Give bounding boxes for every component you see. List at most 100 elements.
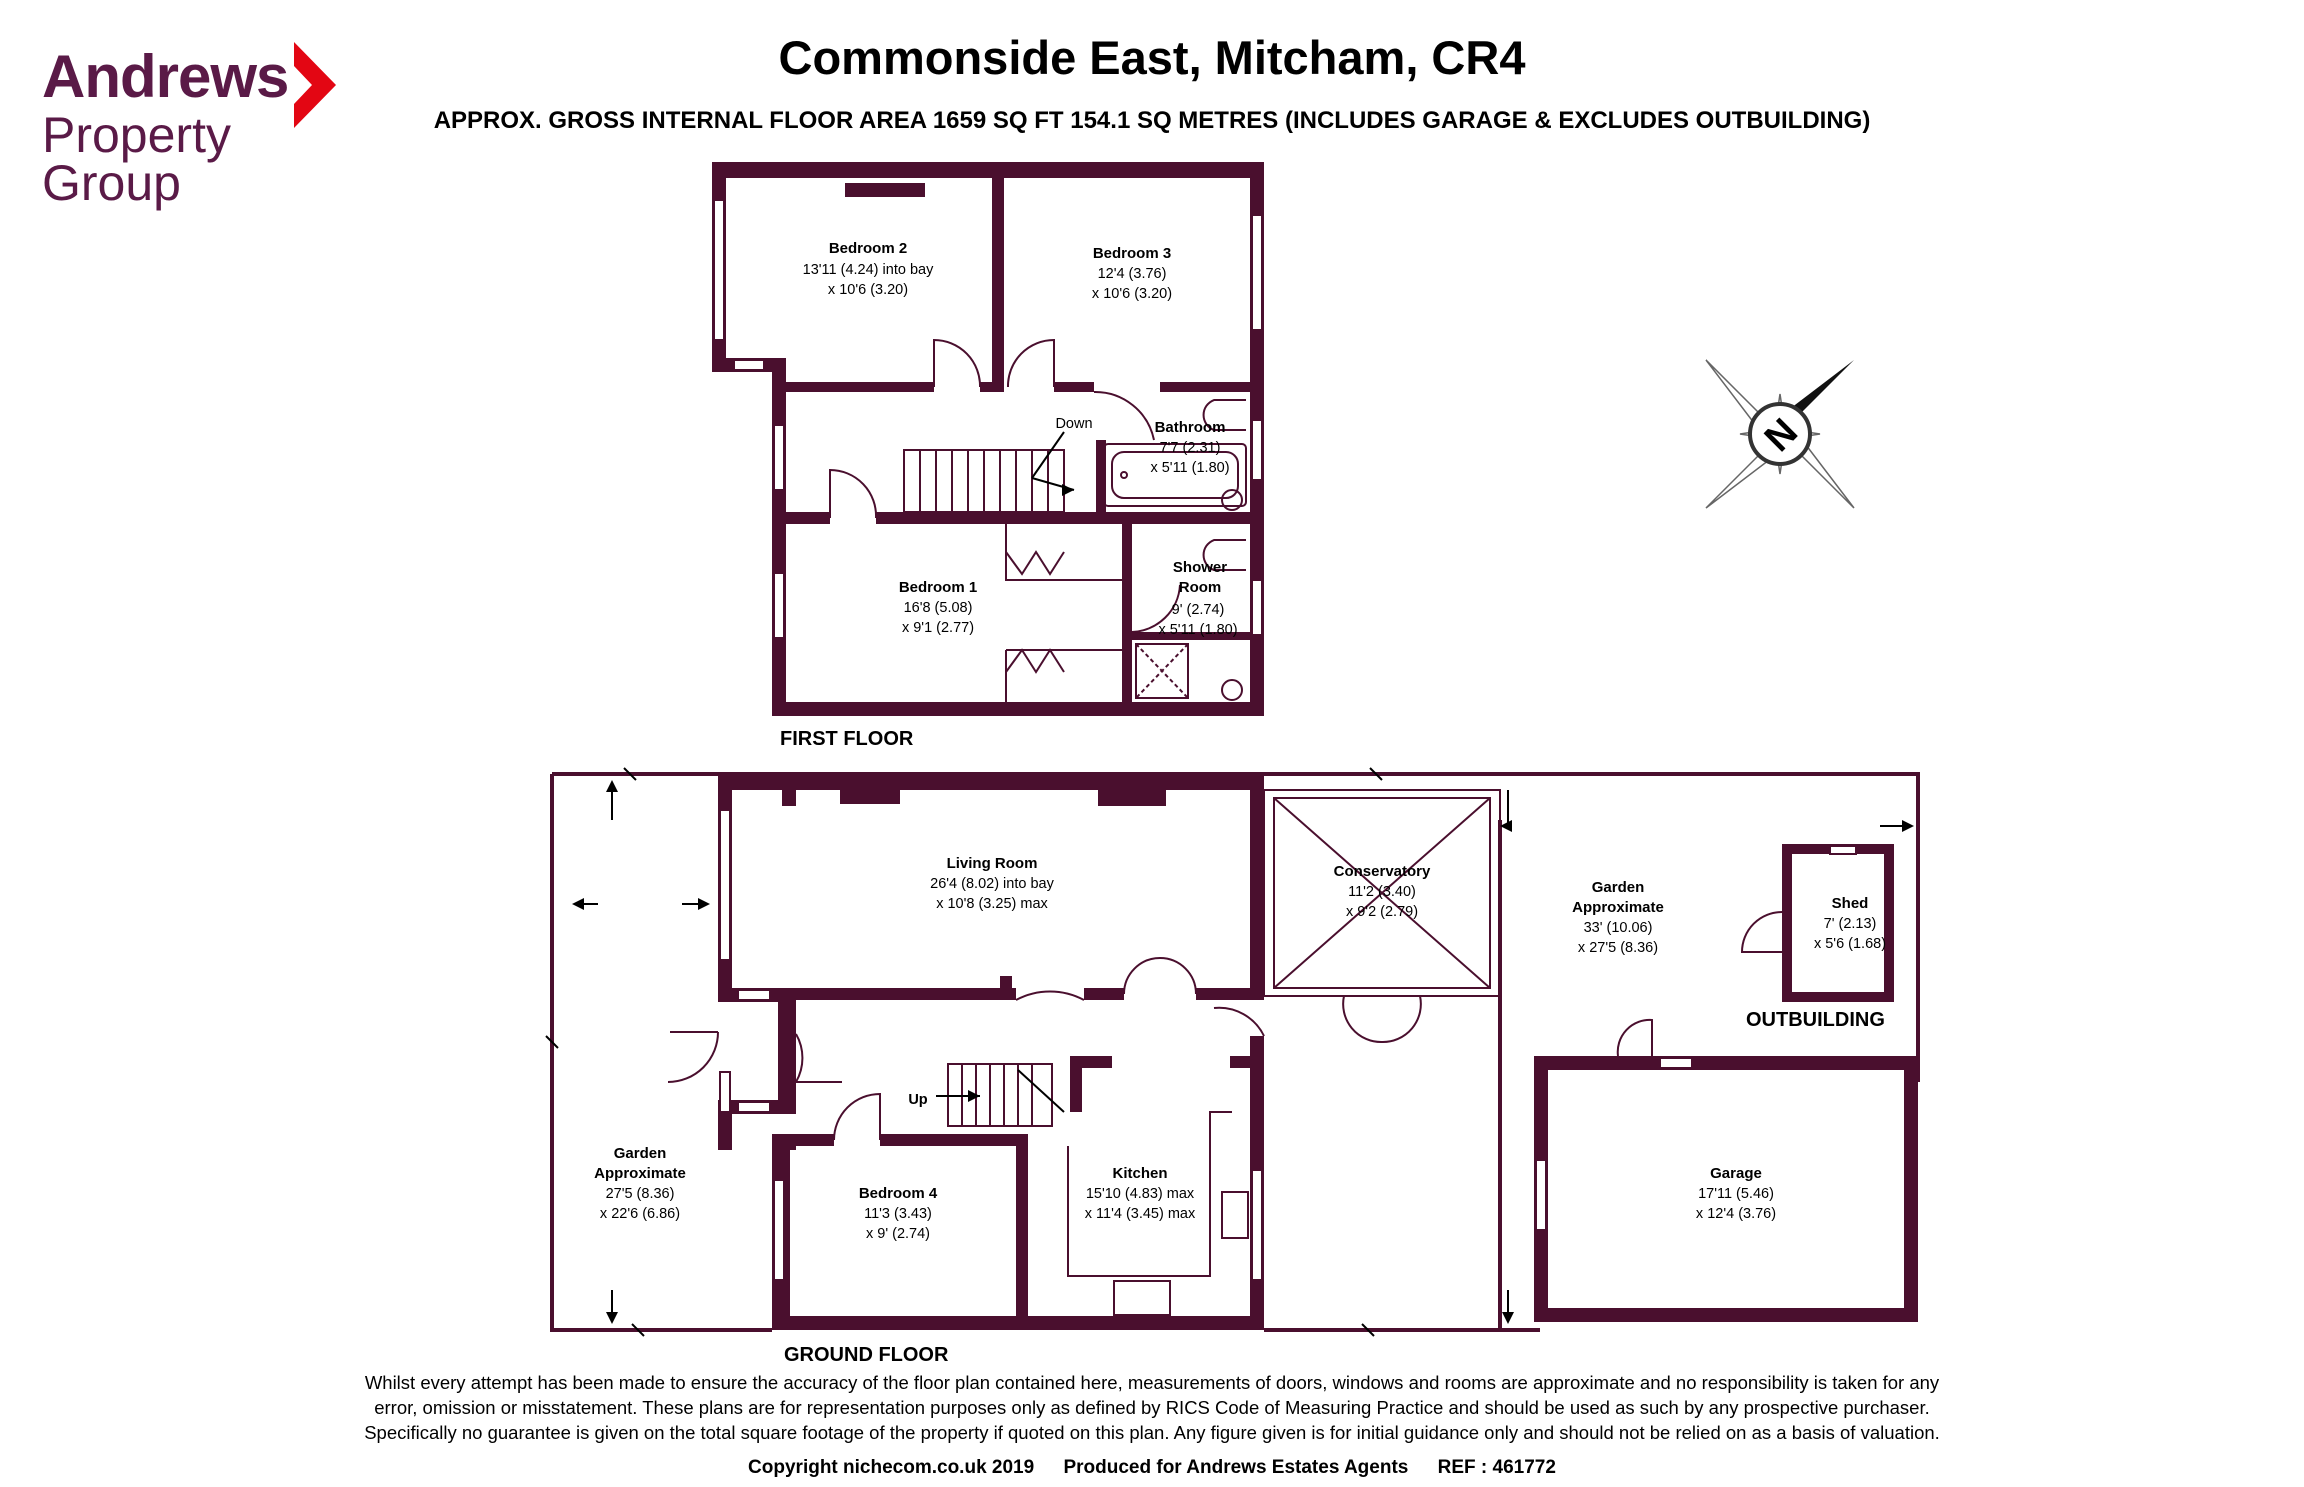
door-swing [1093,390,1155,441]
wall [782,790,796,806]
wall [1904,1056,1918,1322]
wall [712,162,1264,178]
window [773,424,785,491]
window [719,809,731,961]
svg-text:Conservatory: Conservatory [1334,863,1431,880]
svg-text:x 11'4 (3.45) max: x 11'4 (3.45) max [1085,1206,1196,1222]
compass-icon: N [1705,359,1855,509]
disclaimer-line: Specifically no guarantee is given on th… [364,1422,1940,1443]
door-swing [1213,1006,1265,1037]
door-swing [667,1031,719,1083]
svg-text:Bathroom: Bathroom [1155,419,1226,436]
svg-text:Living Room: Living Room [947,855,1038,872]
toilet [1202,399,1246,431]
svg-text:x 10'8 (3.25) max: x 10'8 (3.25) max [936,896,1048,912]
wall [980,382,1004,392]
window [773,1179,785,1281]
svg-text:17'11 (5.46): 17'11 (5.46) [1698,1186,1774,1202]
window [1659,1057,1693,1069]
disclaimer-line: Whilst every attempt has been made to en… [364,1372,1940,1393]
door-swing [1131,584,1181,633]
boundary [550,774,772,1332]
svg-text:x 5'6 (1.68): x 5'6 (1.68) [1814,936,1886,952]
wall [1054,382,1094,392]
svg-text:9' (2.74): 9' (2.74) [1172,602,1225,618]
wall [1084,988,1124,1000]
svg-text:x 5'11 (1.80): x 5'11 (1.80) [1150,460,1229,476]
wall [778,988,796,1114]
window [1251,1169,1263,1281]
wall [1160,382,1250,392]
svg-text:Bedroom 3: Bedroom 3 [1093,245,1171,262]
room-label-shower-room: Shower Room 9' (2.74) x 5'11 (1.80) [1158,559,1237,638]
door-swing [1740,911,1783,953]
wall [1534,1308,1918,1322]
room-label-bedroom1: Bedroom 1 16'8 (5.08) x 9'1 (2.77) [899,579,977,636]
door-swing [829,468,878,519]
page-title: Commonside East, Mitcham, CR4 [778,31,1526,84]
svg-text:7' (2.13): 7' (2.13) [1824,916,1877,932]
bath-plug [1120,471,1128,479]
room-label-bedroom4: Bedroom 4 11'3 (3.43) x 9' (2.74) [859,1185,938,1242]
window [713,199,725,341]
svg-text:33' (10.06): 33' (10.06) [1584,920,1653,936]
svg-text:x 10'6 (3.20): x 10'6 (3.20) [1092,286,1172,302]
door-swing [1123,956,1197,995]
window [1829,845,1857,855]
stair-arrow [1031,431,1075,491]
svg-text:Approximate: Approximate [594,1165,686,1182]
room-label-bathroom: Bathroom 7'7 (2.31) x 5'11 (1.80) [1150,419,1229,476]
wardrobe-wall [1005,524,1122,702]
bath-inner [1111,451,1239,499]
reference-text: REF : 461772 [1437,1457,1556,1478]
boundary [552,772,1920,1082]
window [719,1071,731,1113]
dimension-arrow [574,790,1910,1322]
hob [1113,1280,1171,1316]
outbuilding-label: OUTBUILDING [1746,1009,1885,1031]
copyright-text: Copyright nichecom.co.uk 2019 [748,1457,1035,1478]
svg-text:26'4 (8.02) into bay: 26'4 (8.02) into bay [930,876,1054,892]
svg-text:Approximate: Approximate [1572,899,1664,916]
wall [1070,1056,1082,1112]
toilet [1202,539,1246,571]
produced-for-text: Produced for Andrews Estates Agents [1063,1457,1409,1478]
svg-text:Shower: Shower [1173,559,1227,576]
wall [718,774,1264,790]
wall [1250,774,1264,996]
stairs-up-label: Up [908,1092,927,1108]
svg-text:x 9'2 (2.79): x 9'2 (2.79) [1346,904,1418,920]
room-label-living-room: Living Room 26'4 (8.02) into bay x 10'8 … [930,855,1054,912]
boundary-tick [545,767,1383,1337]
first-floor-label: FIRST FLOOR [780,728,914,750]
basin [1221,679,1243,701]
logo-property: Property [42,107,231,163]
svg-text:11'2 (3.40): 11'2 (3.40) [1348,884,1416,900]
svg-text:x 27'5 (8.36): x 27'5 (8.36) [1578,940,1658,956]
credits: Copyright nichecom.co.uk 2019 Produced f… [0,1457,2304,1479]
wall [840,790,900,804]
sink [1221,1191,1249,1239]
svg-text:x 5'11 (1.80): x 5'11 (1.80) [1158,622,1237,638]
wall [1000,976,1012,1000]
conservatory-frame [1263,789,1501,997]
svg-text:Bedroom 4: Bedroom 4 [859,1185,938,1202]
svg-text:x 12'4 (3.76): x 12'4 (3.76) [1696,1206,1776,1222]
svg-text:Bedroom 1: Bedroom 1 [899,579,977,596]
wall [1534,1056,1918,1070]
svg-text:Shed: Shed [1832,895,1869,912]
svg-text:Bedroom 2: Bedroom 2 [829,240,907,257]
wall [1122,520,1132,710]
svg-text:13'11 (4.24) into bay: 13'11 (4.24) into bay [803,262,934,278]
window [733,359,765,371]
window [773,572,785,639]
wall [1884,844,1894,1002]
ground-floor-label: GROUND FLOOR [784,1344,949,1366]
logo-andrews: Andrews [42,43,289,110]
svg-text:x 10'6 (3.20): x 10'6 (3.20) [828,282,908,298]
door-swing [1006,338,1055,388]
disclaimer-line: error, omission or misstatement. These p… [374,1397,1930,1418]
disclaimer: Whilst every attempt has been made to en… [200,1370,2104,1445]
